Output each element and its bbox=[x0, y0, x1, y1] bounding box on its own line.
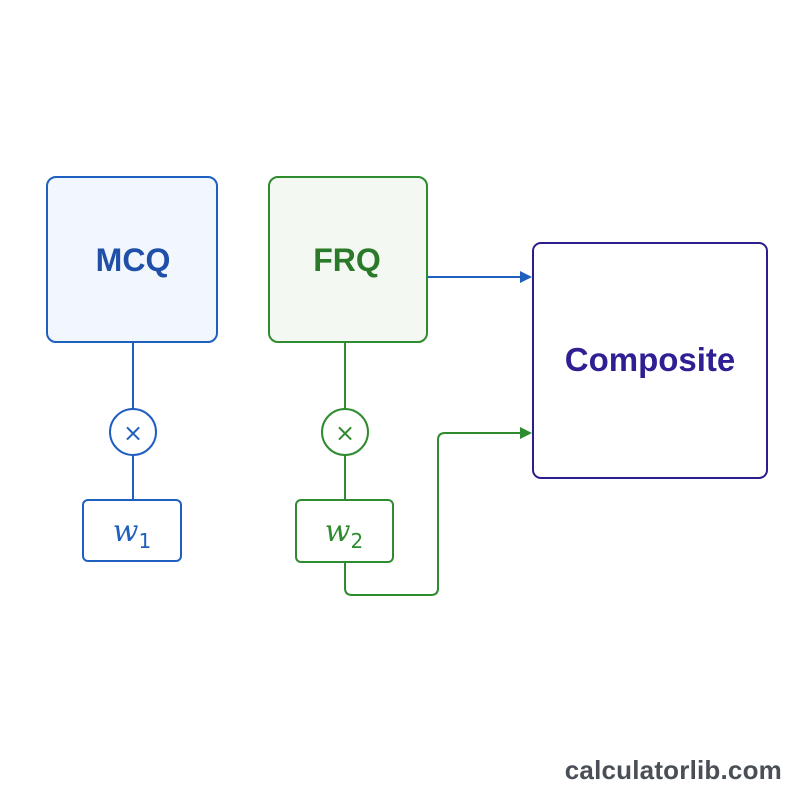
frq-label: FRQ bbox=[313, 242, 381, 278]
w2-box: w2 bbox=[295, 499, 394, 563]
w2-to-composite-arrow bbox=[344, 427, 532, 596]
mcq-box: MCQ bbox=[46, 176, 218, 343]
mcq-label: MCQ bbox=[96, 242, 171, 278]
w2-base: w bbox=[325, 514, 351, 549]
w2-label: w2 bbox=[325, 514, 363, 553]
mcq-multiply-icon: × bbox=[123, 419, 143, 447]
composite-label: Composite bbox=[565, 341, 736, 378]
w2-subscript: 2 bbox=[350, 529, 363, 553]
mcq-multiply-node: × bbox=[109, 408, 157, 456]
composite-box: Composite bbox=[532, 242, 768, 479]
w1-base: w bbox=[113, 514, 139, 549]
frq-multiply-icon: × bbox=[335, 419, 355, 447]
frq-multiply-node: × bbox=[321, 408, 369, 456]
w1-label: w1 bbox=[113, 514, 151, 553]
watermark: calculatorlib.com bbox=[564, 755, 782, 785]
frq-box: FRQ bbox=[268, 176, 428, 343]
w1-subscript: 1 bbox=[138, 529, 151, 553]
w1-box: w1 bbox=[82, 499, 182, 562]
